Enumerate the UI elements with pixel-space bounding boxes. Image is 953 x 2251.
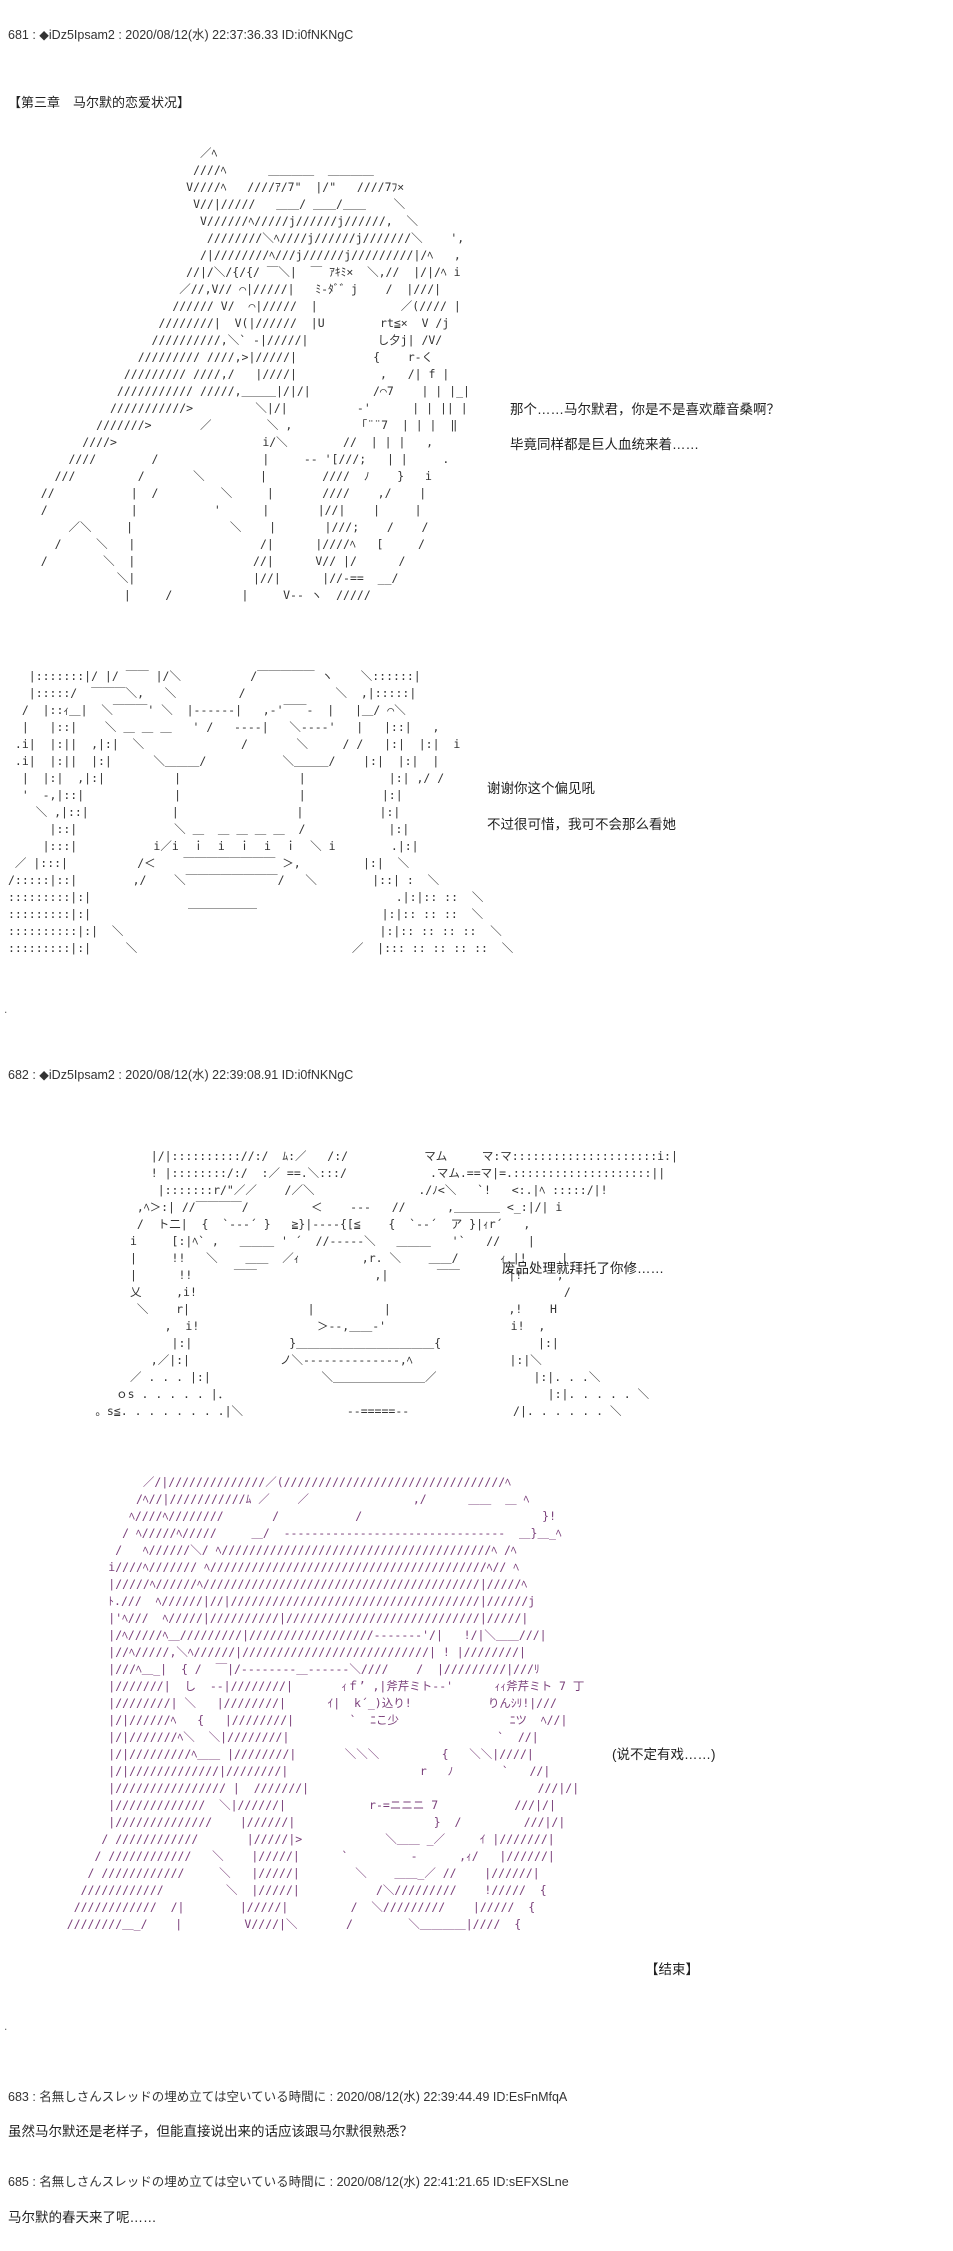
dialog-line: 不过很可惜，我可不会那么看她 — [487, 817, 676, 832]
end-marker: 【结束】 — [645, 1962, 699, 1977]
ascii-art-boy: |:::::::|/ |/ ￣￣ |/＼ /￣￣￣￣￣ ヽ ＼::::::| |… — [8, 669, 514, 955]
dialog-line: 那个……马尔默君，你是不是喜欢蘼音桑啊？ — [510, 402, 780, 417]
post-685-header: 685 : 名無しさんスレッドの埋め立ては空いている時間に : 2020/08/… — [8, 2175, 569, 2189]
post-685-body: 马尔默的春天来了呢…… — [8, 2210, 157, 2225]
separator-dot: . — [4, 1002, 8, 1016]
ascii-art-helmet-character: ／/|//////////////／(/////////////////////… — [66, 1475, 585, 1931]
chapter-title: 【第三章 马尔默的恋爱状况】 — [8, 95, 191, 110]
post-683-body: 虽然马尔默还是老样子，但能直接说出来的话应该跟马尔默很熟悉？ — [8, 2124, 413, 2139]
post-681-header: 681 : ◆iDz5Ipsam2 : 2020/08/12(水) 22:37:… — [8, 28, 354, 42]
dialog-line: 废品处理就拜托了你修…… — [502, 1261, 664, 1276]
separator-dot: . — [4, 2019, 8, 2033]
dialog-line: (说不定有戏……) — [612, 1747, 716, 1762]
ascii-art-boy-closeup: |/|:::::::::://:/ ﾑ:／ /:/ マム マ:マ::::::::… — [95, 1149, 678, 1418]
post-682-header: 682 : ◆iDz5Ipsam2 : 2020/08/12(水) 22:39:… — [8, 1068, 354, 1082]
dialog-line: 毕竟同样都是巨人血统来着…… — [510, 437, 699, 452]
post-683-header: 683 : 名無しさんスレッドの埋め立ては空いている時間に : 2020/08/… — [8, 2090, 568, 2104]
ascii-art-girl: ／ﾍ ////ﾍ ＿＿＿＿ ＿＿＿＿ V////ﾍ ////ｱ/7" |/" /… — [40, 146, 470, 602]
dialog-line: 谢谢你这个偏见吼 — [487, 781, 595, 796]
